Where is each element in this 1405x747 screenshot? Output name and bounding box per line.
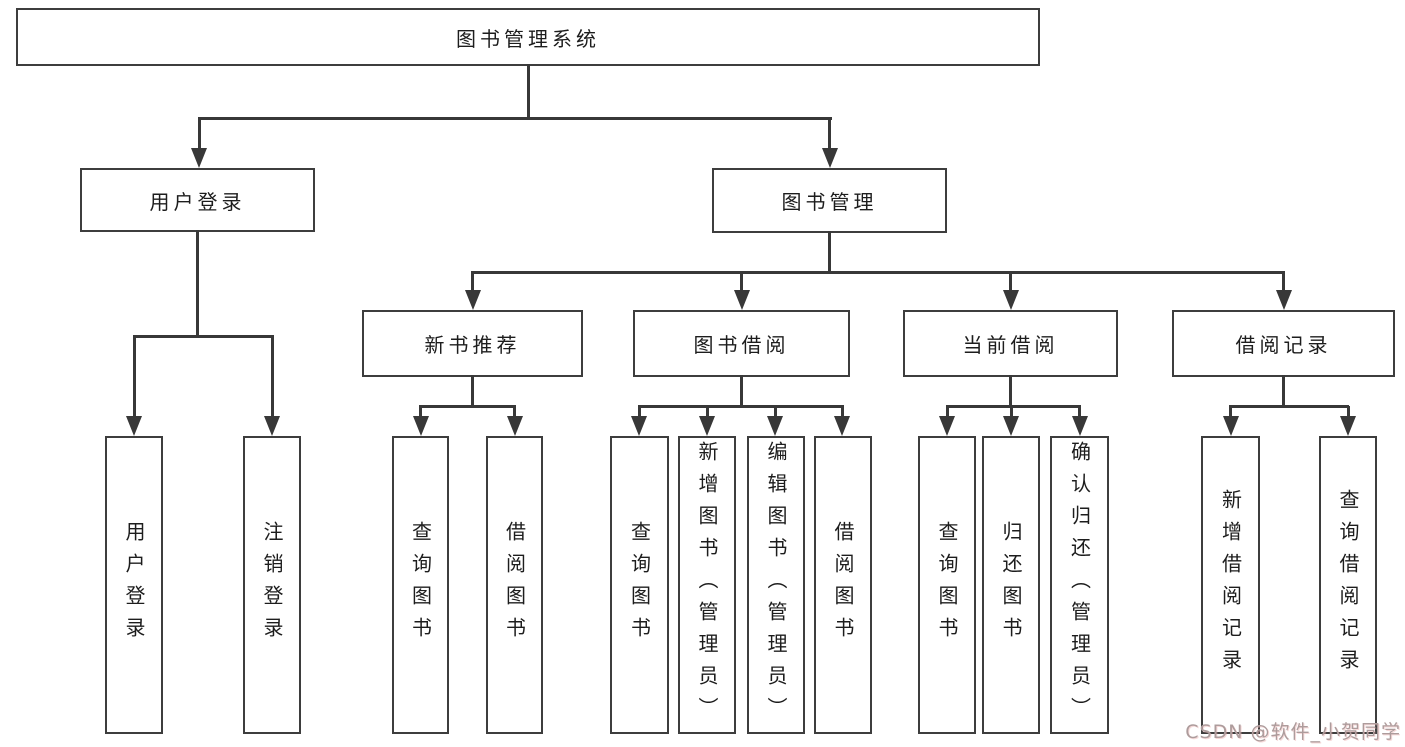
leaf-return-book-label: 归还图书: [999, 521, 1023, 649]
connector-line: [740, 272, 743, 294]
leaf-query-book-3: 查询图书: [918, 436, 976, 734]
node-user-login: 用户登录: [80, 168, 315, 232]
leaf-add-book-label: 新增图书（管理员）: [695, 441, 719, 729]
arrow-head: [1002, 290, 1019, 310]
connector-line: [471, 270, 1285, 274]
connector-line: [945, 404, 1081, 408]
connector-line: [1229, 404, 1349, 408]
leaf-add-borrow-record: 新增借阅记录: [1201, 436, 1260, 734]
arrow-head: [1340, 416, 1356, 436]
connector-line: [132, 336, 136, 418]
arrow-head: [1071, 416, 1088, 436]
leaf-return-book: 归还图书: [982, 436, 1040, 734]
node-user-login-label: 用户登录: [149, 189, 246, 214]
node-book-management: 图书管理: [712, 168, 947, 233]
connector-line: [526, 64, 530, 120]
leaf-query-book-1-label: 查询图书: [408, 521, 433, 649]
connector-line: [1282, 272, 1285, 294]
node-new-book-recommend: 新书推荐: [362, 310, 583, 377]
arrow-head: [191, 148, 207, 168]
csdn-watermark: CSDN @软件_小贺同学: [1185, 721, 1401, 743]
node-new-book-recommend-label: 新书推荐: [424, 333, 521, 357]
connector-line: [1346, 406, 1350, 419]
leaf-query-borrow-record: 查询借阅记录: [1319, 436, 1377, 734]
connector-line: [1009, 375, 1012, 408]
leaf-add-borrow-record-label: 新增借阅记录: [1218, 489, 1243, 681]
node-current-borrow: 当前借阅: [903, 310, 1118, 377]
connector-line: [1282, 375, 1285, 408]
connector-line: [197, 118, 201, 150]
leaf-borrow-book-1-label: 借阅图书: [502, 521, 527, 649]
connector-line: [513, 406, 516, 419]
arrow-head: [264, 416, 280, 436]
connector-line: [840, 406, 844, 419]
leaf-query-book-3-label: 查询图书: [935, 521, 959, 649]
connector-line: [1078, 406, 1081, 419]
arrow-head: [1003, 416, 1019, 436]
arrow-head: [733, 290, 750, 310]
leaf-user-login: 用户登录: [105, 436, 163, 734]
leaf-edit-book: 编辑图书（管理员）: [747, 436, 805, 734]
connector-line: [773, 406, 777, 419]
node-root: 图书管理系统: [16, 8, 1040, 66]
arrow-head: [126, 416, 142, 436]
leaf-borrow-book-1: 借阅图书: [486, 436, 543, 734]
connector-line: [740, 375, 743, 408]
leaf-confirm-return-label: 确认归还（管理员）: [1067, 441, 1092, 729]
connector-line: [471, 272, 474, 294]
node-book-borrow-label: 图书借阅: [693, 333, 790, 357]
connector-line: [197, 116, 832, 120]
arrow-head: [939, 416, 955, 436]
arrow-head: [834, 416, 850, 436]
leaf-borrow-book-2-label: 借阅图书: [831, 521, 855, 649]
leaf-user-login-label: 用户登录: [122, 521, 146, 649]
leaf-logout: 注销登录: [243, 436, 301, 734]
arrow-head: [699, 416, 715, 436]
connector-line: [419, 406, 422, 419]
connector-line: [1009, 406, 1013, 419]
leaf-add-book: 新增图书（管理员）: [678, 436, 736, 734]
connector-line: [637, 406, 641, 419]
leaf-query-borrow-record-label: 查询借阅记录: [1336, 489, 1360, 681]
leaf-borrow-book-2: 借阅图书: [814, 436, 872, 734]
arrow-head: [1275, 290, 1292, 310]
connector-line: [637, 404, 844, 408]
connector-line: [471, 375, 474, 408]
connector-line: [196, 230, 199, 338]
arrow-head: [412, 416, 429, 436]
leaf-query-book-2: 查询图书: [610, 436, 669, 734]
leaf-logout-label: 注销登录: [260, 521, 284, 649]
arrow-head: [767, 416, 783, 436]
node-borrow-record: 借阅记录: [1172, 310, 1395, 377]
leaf-query-book-2-label: 查询图书: [627, 521, 652, 649]
connector-line: [828, 231, 831, 274]
node-root-label: 图书管理系统: [456, 26, 600, 51]
connector-line: [945, 406, 949, 419]
leaf-edit-book-label: 编辑图书（管理员）: [764, 441, 788, 729]
node-book-borrow: 图书借阅: [633, 310, 850, 377]
leaf-query-book-1: 查询图书: [392, 436, 449, 734]
connector-line: [419, 404, 516, 408]
node-current-borrow-label: 当前借阅: [962, 333, 1059, 357]
connector-line: [705, 406, 709, 419]
leaf-confirm-return: 确认归还（管理员）: [1050, 436, 1109, 734]
node-borrow-record-label: 借阅记录: [1235, 333, 1332, 357]
arrow-head: [464, 290, 481, 310]
arrow-head: [821, 148, 838, 168]
connector-line: [270, 336, 274, 418]
connector-line: [1009, 272, 1012, 294]
connector-line: [828, 118, 831, 150]
arrow-head: [631, 416, 647, 436]
connector-line: [132, 334, 274, 338]
arrow-head: [506, 416, 523, 436]
node-book-management-label: 图书管理: [781, 190, 878, 214]
arrow-head: [1222, 416, 1239, 436]
connector-line: [1229, 406, 1232, 419]
